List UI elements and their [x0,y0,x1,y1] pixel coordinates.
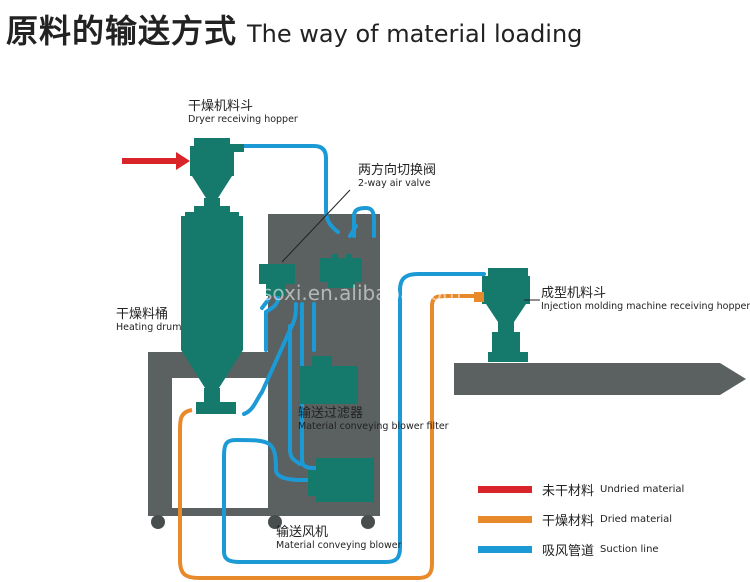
page-title: 原料的输送方式 The way of material loading [6,6,583,50]
legend-suction: 吸风管道 Suction line [478,540,659,559]
legend-dried: 干燥材料 Dried material [478,510,672,529]
molding-receiving-hopper [474,268,530,362]
legend-swatch-dried [478,516,532,523]
watermark: soxi.en.alibaba.com [262,281,462,305]
molding-machine-barrel [454,363,746,395]
label-molding-hopper: 成型机料斗 Injection molding machine receivin… [541,286,750,312]
label-conveying-blower: 输送风机 Material conveying blower [276,525,402,551]
legend-swatch-suction [478,546,532,553]
suction-lines [222,144,486,564]
label-conveying-filter: 输送过滤器 Material conveying blower filter [298,406,449,432]
dried-material-line [178,294,480,580]
label-dryer-hopper: 干燥机料斗 Dryer receiving hopper [188,99,298,125]
two-way-air-valve [259,254,362,296]
title-english: The way of material loading [247,20,583,48]
dryer-receiving-hopper [190,138,244,212]
title-chinese: 原料的输送方式 [6,12,238,50]
label-two-way-valve: 两方向切换阀 2-way air valve [358,163,437,189]
conveying-blower [308,458,374,502]
label-heating-drum: 干燥料桶 Heating drum [116,307,182,333]
label-pointer-lines [281,189,540,301]
legend-undried: 未干材料 Undried material [478,480,684,499]
undried-material-arrow [122,152,190,170]
legend-swatch-undried [478,486,532,493]
conveying-filter [300,356,358,404]
heating-drum [181,212,243,414]
